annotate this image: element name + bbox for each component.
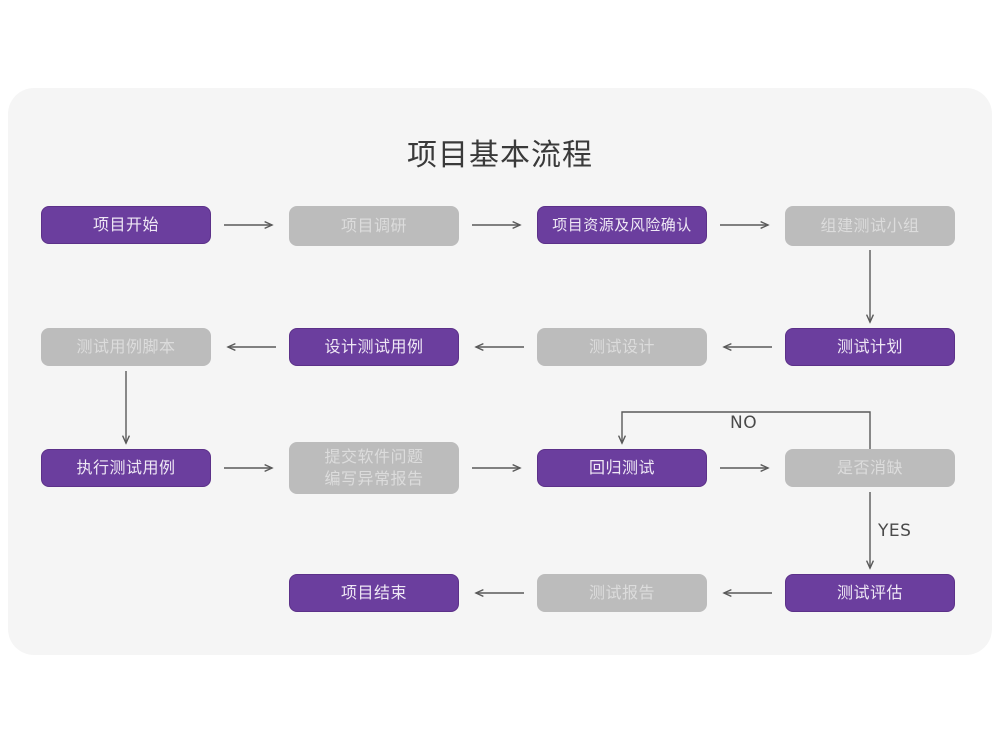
node-regression-test[interactable]: 回归测试 — [537, 449, 707, 487]
node-execute-test-case[interactable]: 执行测试用例 — [41, 449, 211, 487]
node-project-start[interactable]: 项目开始 — [41, 206, 211, 244]
node-project-research[interactable]: 项目调研 — [289, 206, 459, 246]
edge-label-yes: YES — [878, 521, 912, 541]
edge-label-no: NO — [730, 413, 758, 433]
node-build-test-team[interactable]: 组建测试小组 — [785, 206, 955, 246]
node-design-test-case[interactable]: 设计测试用例 — [289, 328, 459, 366]
node-test-case-script[interactable]: 测试用例脚本 — [41, 328, 211, 366]
page-title: 项目基本流程 — [407, 138, 593, 173]
node-test-design[interactable]: 测试设计 — [537, 328, 707, 366]
node-test-plan[interactable]: 测试计划 — [785, 328, 955, 366]
node-defect-resolved-decision[interactable]: 是否消缺 — [785, 449, 955, 487]
flowchart-card — [8, 88, 992, 655]
node-test-evaluation[interactable]: 测试评估 — [785, 574, 955, 612]
node-submit-defect-report[interactable]: 提交软件问题 编写异常报告 — [289, 442, 459, 494]
node-project-end[interactable]: 项目结束 — [289, 574, 459, 612]
node-resource-risk-confirm[interactable]: 项目资源及风险确认 — [537, 206, 707, 244]
node-test-report[interactable]: 测试报告 — [537, 574, 707, 612]
